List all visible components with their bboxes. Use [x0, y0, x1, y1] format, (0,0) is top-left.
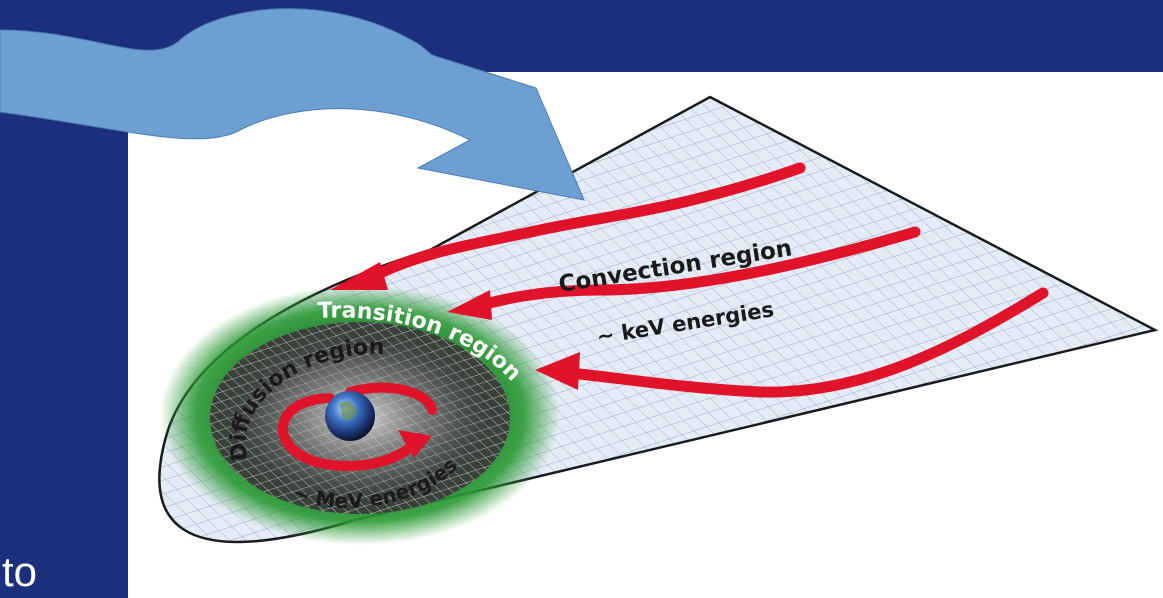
solar-wind-arrow	[0, 9, 584, 200]
arrowhead-1	[330, 262, 388, 290]
